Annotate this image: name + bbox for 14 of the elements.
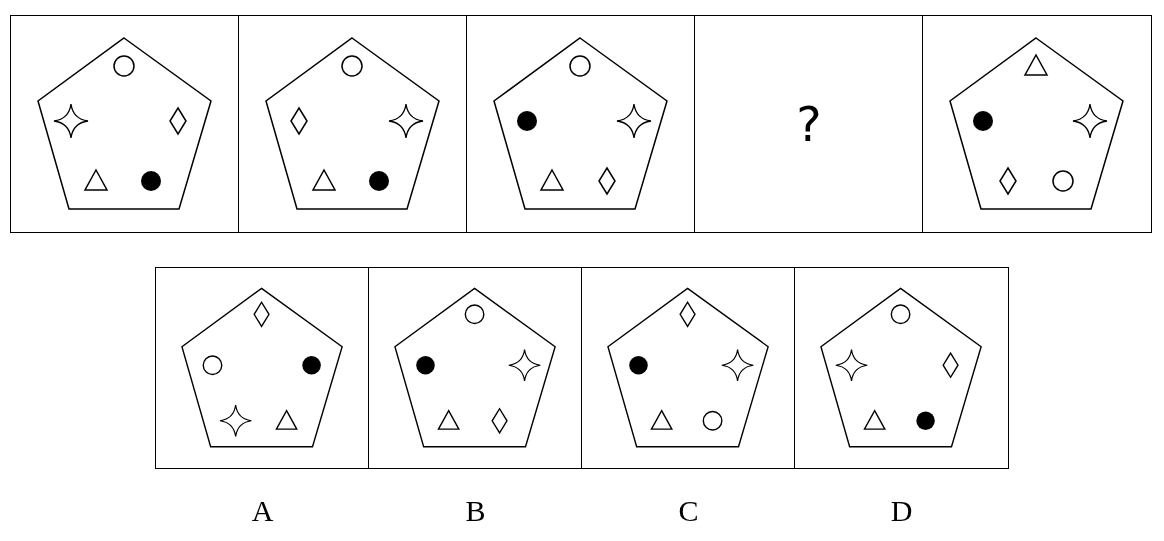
figure-panel <box>581 267 796 469</box>
figure-panel <box>368 267 583 469</box>
figure-panel <box>10 15 240 233</box>
question-mark: ? <box>796 100 822 148</box>
figure-panel <box>794 267 1009 469</box>
option-letter: A <box>250 494 275 528</box>
figure-panel <box>155 267 370 469</box>
option-letter: D <box>889 494 914 528</box>
option-letter: B <box>464 494 487 528</box>
option-letter: C <box>677 494 700 528</box>
figure-panel <box>238 15 468 233</box>
question-panel <box>694 15 924 233</box>
figure-panel <box>466 15 696 233</box>
figure-panel <box>922 15 1152 233</box>
